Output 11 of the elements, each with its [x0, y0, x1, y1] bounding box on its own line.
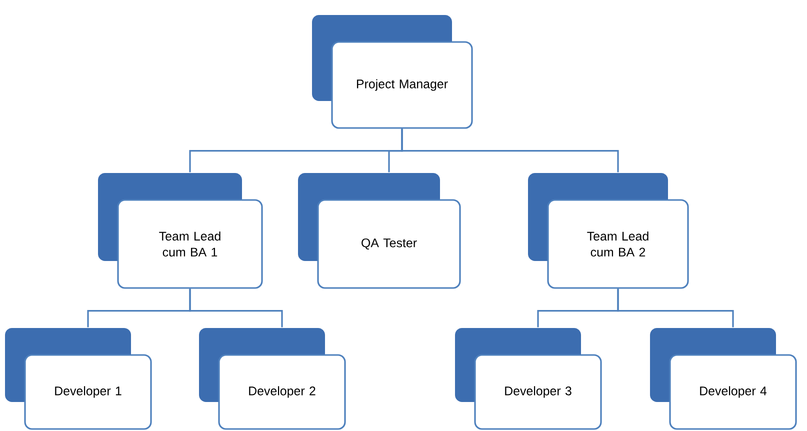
org-box: Developer 2 [199, 328, 346, 430]
connector-line [189, 288, 283, 328]
connector-line [401, 128, 619, 172]
org-box: Developer 4 [650, 328, 797, 430]
org-box: QA Tester [298, 173, 461, 289]
org-box: Team Lead cum BA 1 [98, 173, 263, 289]
org-box: Team Lead cum BA 2 [528, 173, 689, 289]
org-box: Developer 3 [455, 328, 602, 430]
org-box: Project Manager [312, 15, 473, 129]
org-box: Developer 1 [5, 328, 152, 430]
connector-line [617, 288, 734, 328]
